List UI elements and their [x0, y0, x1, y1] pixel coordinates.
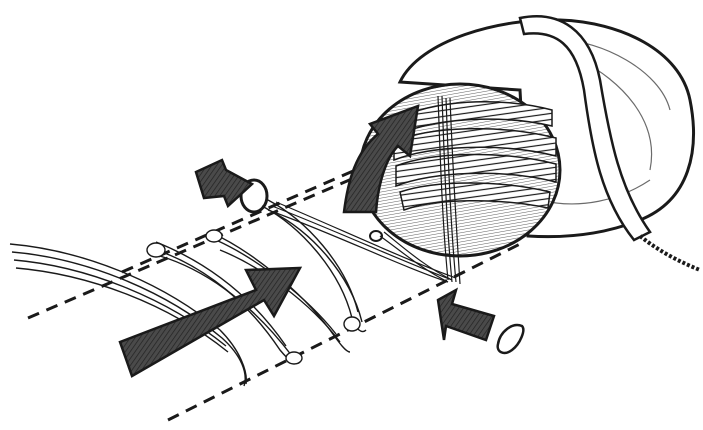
knot-4	[344, 317, 360, 331]
knot-2	[206, 230, 222, 242]
large-arrow-icon	[120, 268, 300, 376]
bottom-arrow-icon	[438, 290, 494, 340]
top-arrow-icon	[196, 160, 252, 206]
line-stows	[10, 200, 366, 386]
pin-icon	[498, 325, 524, 353]
knot-1	[147, 243, 165, 257]
knot-3	[286, 352, 302, 364]
